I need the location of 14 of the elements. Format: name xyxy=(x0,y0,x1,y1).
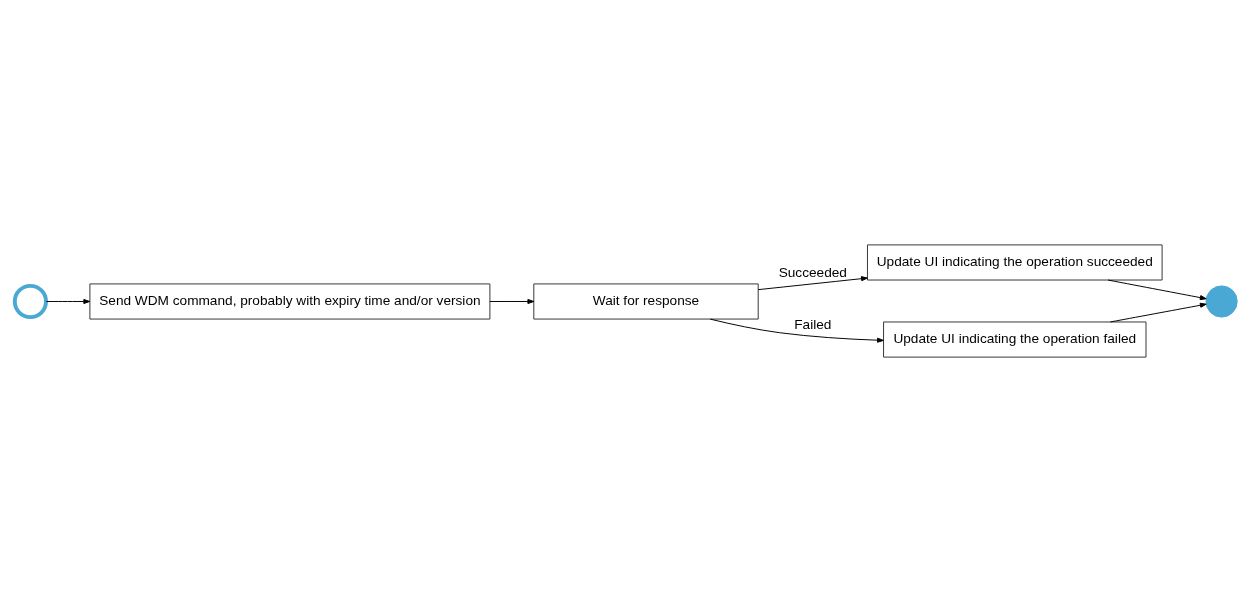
node-box: Update UI indicating the operation succeeded xyxy=(866,243,1163,280)
node-circle xyxy=(1205,284,1238,318)
node-box: Wait for response xyxy=(533,282,759,320)
arrow xyxy=(489,298,535,304)
edge-label: Failed xyxy=(794,316,832,332)
arrow xyxy=(1107,279,1207,300)
node-circle xyxy=(12,283,48,319)
node-box: Send WDM command, probably with expiry time and/or version xyxy=(89,282,491,320)
node-box: Update UI indicating the operation failed xyxy=(883,321,1147,358)
edge-label: Succeeded xyxy=(778,264,847,280)
arrow xyxy=(45,298,91,304)
arrow xyxy=(757,275,868,290)
arrow xyxy=(1109,302,1207,322)
arrow xyxy=(709,318,884,343)
